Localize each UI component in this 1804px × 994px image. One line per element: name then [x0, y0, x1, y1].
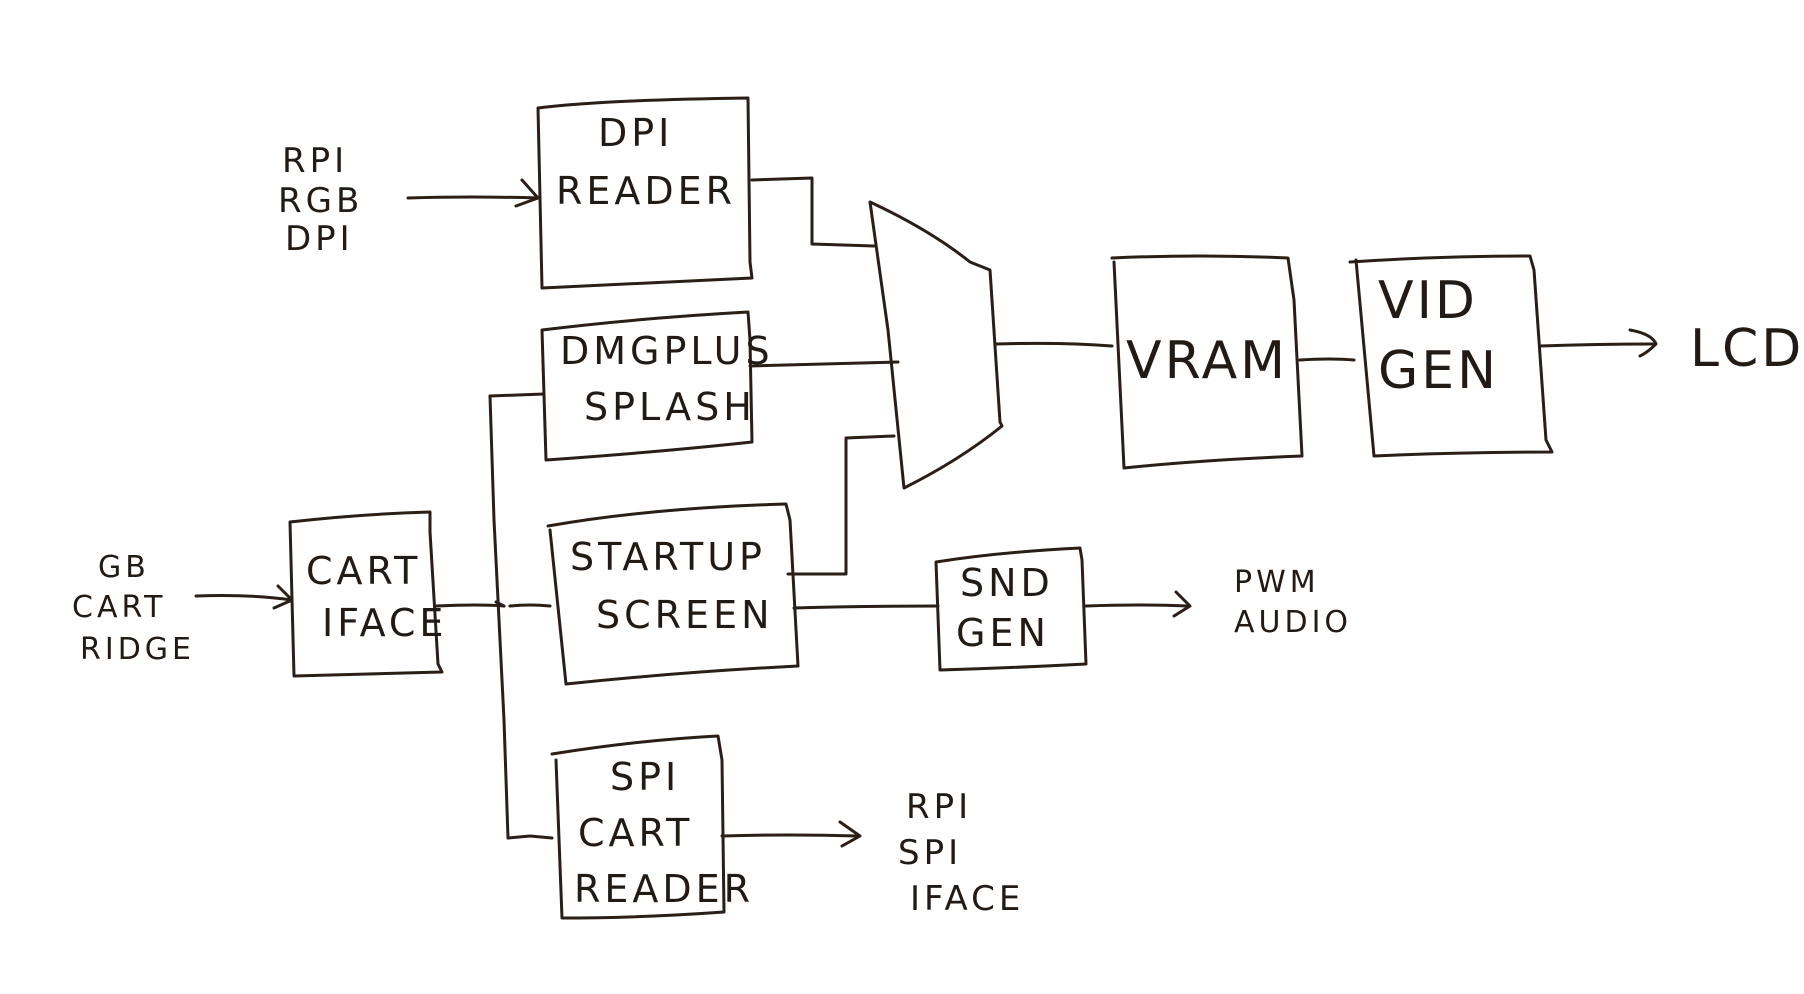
bus-to-dmgplus [488, 392, 546, 398]
bus-line [488, 392, 554, 840]
ext-lcd: LCD [1690, 319, 1804, 379]
block-label-line: IFACE [322, 601, 447, 645]
wire [1084, 603, 1190, 608]
block-label-line: SCREEN [596, 593, 774, 637]
conn-rpi-to-dpi-reader [406, 178, 540, 208]
block-label-line: CART [306, 549, 421, 593]
wire [750, 176, 876, 248]
block-vram: VRAM [1110, 254, 1304, 470]
ext-label-line: PWM [1234, 565, 1320, 600]
block-label-line: VID [1378, 271, 1478, 331]
block-label-line: STARTUP [570, 535, 766, 579]
ext-label-line: RGB [278, 181, 363, 221]
block-label-line: GEN [956, 611, 1050, 655]
conn-spi-reader-to-rpi [720, 820, 862, 848]
wire [434, 603, 506, 608]
conn-snd-to-pwm [1084, 590, 1192, 618]
block-label-line: SND [960, 561, 1054, 605]
block-mux [868, 200, 1004, 490]
block-label-line: CART [578, 811, 693, 855]
ext-gb-cartridge: GB CART RIDGE [72, 550, 195, 667]
conn-startup-to-snd [792, 604, 940, 610]
block-dmgplus-splash: DMGPLUS SPLASH [540, 310, 774, 462]
ext-rpi-rgb-dpi: RPI RGB DPI [278, 141, 363, 259]
block-spi-cart-reader: SPI CART READER [550, 734, 754, 920]
conn-cart-iface-to-bus [434, 600, 552, 608]
block-label-line: VRAM [1126, 331, 1288, 391]
wire [994, 341, 1114, 348]
block-label-line: GEN [1378, 341, 1499, 401]
block-cart-iface: CART IFACE [288, 510, 447, 678]
wire [1538, 342, 1656, 348]
block-label-line: SPLASH [584, 385, 756, 429]
block-label-line: DPI [598, 111, 673, 155]
block-outline [288, 510, 444, 678]
block-outline [934, 546, 1088, 672]
arrow-head-icon [1172, 590, 1192, 618]
conn-gb-to-cart-iface [194, 584, 294, 610]
ext-label-line: IFACE [910, 879, 1024, 919]
wire [508, 603, 552, 608]
ext-pwm-audio: PWM AUDIO [1234, 565, 1352, 640]
arrow-head-icon [1628, 328, 1658, 358]
block-label-line: DMGPLUS [560, 329, 774, 373]
wire [748, 360, 900, 368]
block-snd-gen: SND GEN [934, 546, 1088, 672]
conn-vidgen-to-lcd [1538, 328, 1658, 358]
block-outline [546, 502, 800, 686]
arrow-head-icon [272, 584, 294, 610]
ext-label-line: AUDIO [1234, 605, 1352, 640]
ext-label-line: SPI [898, 833, 962, 873]
bus-to-spi-reader [506, 834, 554, 840]
block-label-line: READER [556, 169, 736, 213]
wire [1298, 357, 1356, 362]
ext-label-line: RIDGE [80, 632, 195, 667]
block-outline [536, 96, 754, 290]
wire [786, 434, 896, 576]
ext-rpi-spi-iface: RPI SPI IFACE [898, 787, 1024, 919]
conn-dpi-reader-to-mux [750, 176, 876, 248]
wire [720, 833, 860, 838]
ext-label-line: RPI [906, 787, 972, 827]
arrow-head-icon [838, 820, 862, 848]
conn-vram-to-vidgen [1298, 357, 1356, 362]
block-label-line: SPI [610, 755, 680, 799]
ext-label-line: CART [72, 590, 166, 625]
arrow-head-icon [514, 178, 540, 208]
block-outline [540, 310, 754, 462]
ext-label-line: RPI [282, 141, 348, 181]
ext-label-line: GB [98, 550, 150, 585]
block-outline [1348, 254, 1554, 458]
mux-outline [868, 200, 1004, 490]
ext-label-line: LCD [1690, 319, 1804, 379]
wire [406, 195, 540, 200]
block-vid-gen: VID GEN [1348, 254, 1554, 458]
wire [194, 594, 294, 602]
block-dpi-reader: DPI READER [536, 96, 754, 290]
block-startup-screen: STARTUP SCREEN [546, 502, 800, 686]
block-outline [1110, 254, 1304, 470]
conn-mux-to-vram [994, 341, 1114, 348]
wire [488, 394, 510, 840]
conn-startup-to-mux [786, 434, 896, 576]
ext-label-line: DPI [285, 219, 354, 259]
conn-dmgplus-to-mux [748, 360, 900, 368]
block-label-line: READER [574, 867, 754, 911]
wire [792, 604, 940, 610]
